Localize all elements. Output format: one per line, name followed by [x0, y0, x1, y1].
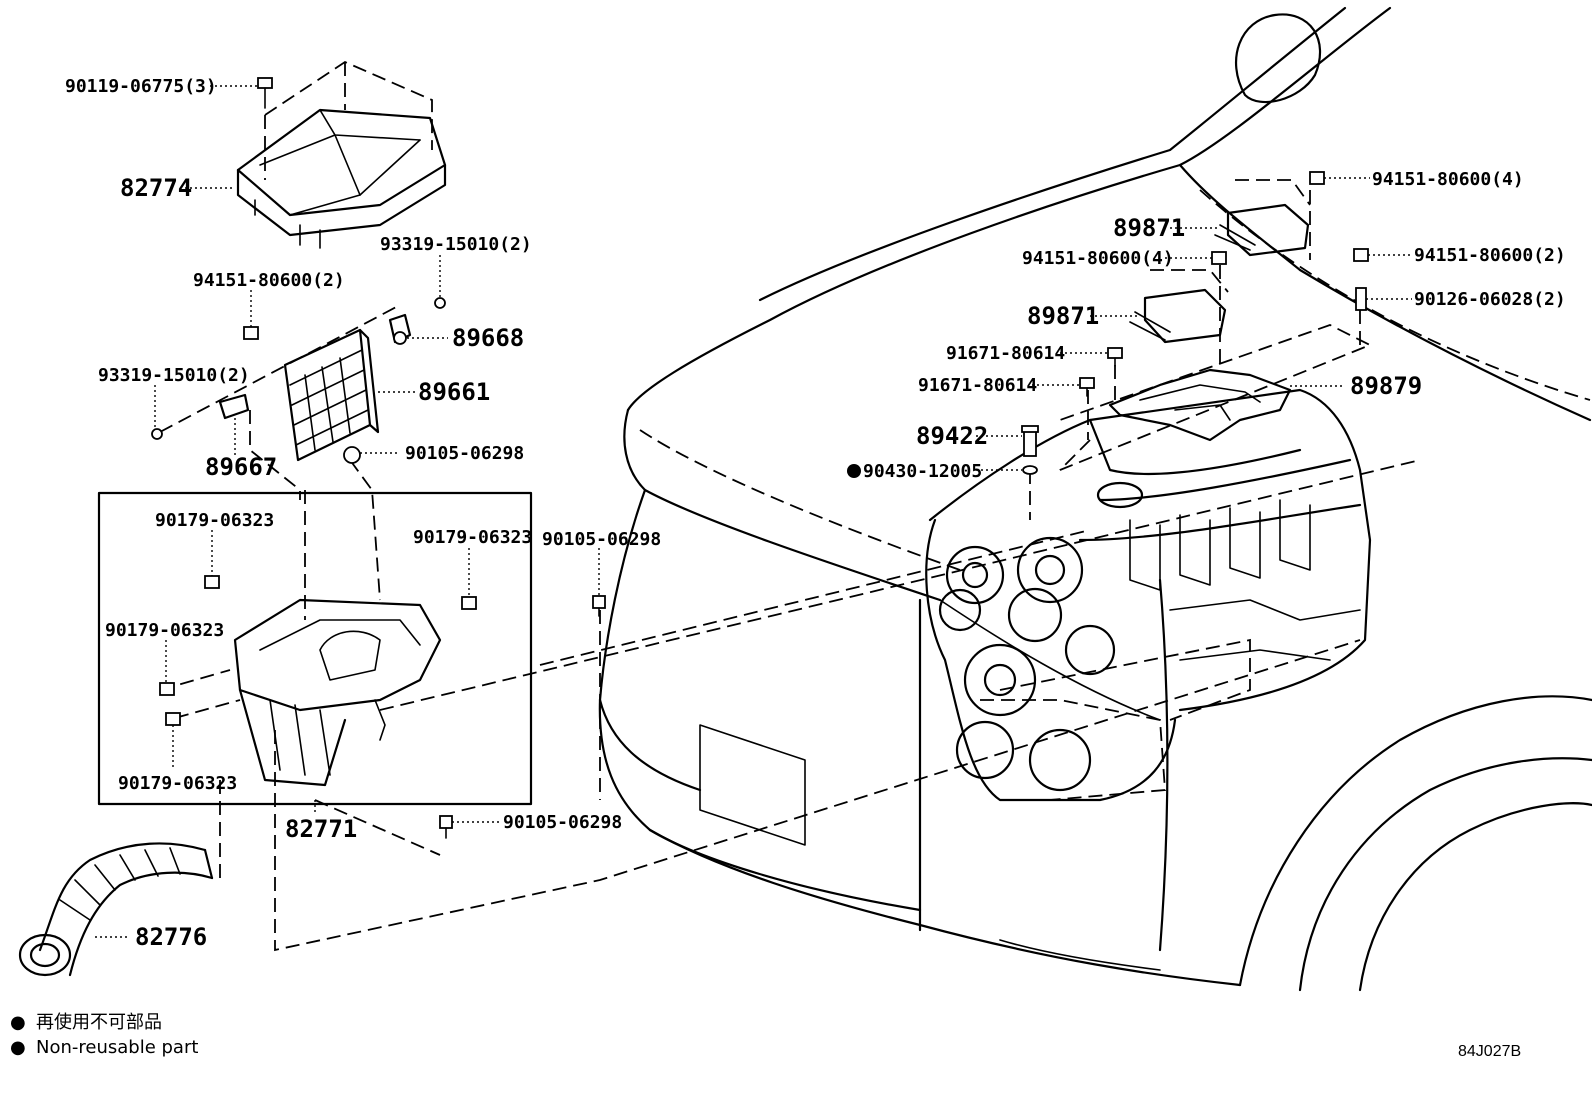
part-label: 94151-80600(4): [1022, 248, 1174, 269]
clip-93319-b: [151, 428, 163, 440]
part-label: 90105-06298: [405, 443, 524, 464]
vehicle-body-outline: [598, 6, 1592, 992]
nut-90179-a: [204, 575, 220, 589]
gasket-90430: [1022, 465, 1038, 475]
legend-line-english: Non-reusable part: [36, 1037, 198, 1058]
part-label: 82774: [120, 174, 192, 202]
bolt-91671-b: [1079, 377, 1095, 397]
part-label: 91671-80614: [946, 343, 1065, 364]
part-label: 93319-15010(2): [380, 234, 532, 255]
legend-line-japanese: 再使用不可部品: [36, 1012, 162, 1033]
part-label: 90119-06775(3): [65, 76, 217, 97]
nut-94151-a: [243, 326, 259, 340]
part-label: 90105-06298: [503, 812, 622, 833]
part-label: 82771: [285, 815, 357, 843]
non-reusable-marker: [847, 464, 861, 478]
part-labels: 90119-06775(3) 82774 93319-15010(2) 9415…: [65, 76, 1566, 951]
part-label: 90105-06298: [542, 529, 661, 550]
nut-90179-c: [159, 682, 175, 696]
part-label: 89668: [452, 324, 524, 352]
injector-driver-upper: [1214, 179, 1311, 257]
part-label: 90126-06028(2): [1414, 289, 1566, 310]
nut-90179-b: [461, 596, 477, 610]
air-duct-hose: [18, 842, 214, 977]
part-label: 91671-80614: [918, 375, 1037, 396]
part-label: 94151-80600(4): [1372, 169, 1524, 190]
part-label: 90179-06323: [118, 773, 237, 794]
bolt-90105-a: [343, 446, 361, 464]
bolt-90105-c: [439, 815, 453, 839]
part-label: 89871: [1027, 302, 1099, 330]
legend-symbol: ●: [10, 1037, 26, 1058]
part-label: 89871: [1113, 214, 1185, 242]
bolt-90119-06775: [257, 77, 273, 109]
ecu-module: [283, 328, 380, 462]
part-label: 94151-80600(2): [1414, 245, 1566, 266]
legend: ● 再使用不可部品 ● Non-reusable part: [10, 1012, 198, 1058]
injector-driver-lower: [1129, 269, 1229, 344]
stud-90126: [1355, 287, 1367, 311]
part-label: 90179-06323: [155, 510, 274, 531]
bolt-90105-b: [592, 595, 606, 617]
part-label: 82776: [135, 923, 207, 951]
relay-block-cover: [236, 108, 447, 249]
part-label: 89422: [916, 422, 988, 450]
legend-symbol: ●: [10, 1012, 26, 1033]
part-label: 89879: [1350, 372, 1422, 400]
part-label: 89667: [205, 453, 277, 481]
nut-94151-d: [1353, 248, 1369, 262]
part-label: 90179-06323: [413, 527, 532, 548]
nut-90179-d: [165, 712, 181, 726]
relay-block-group-frame: [97, 491, 533, 806]
drawing-code: 84J027B: [1458, 1043, 1521, 1060]
engine-assembly: [925, 388, 1372, 802]
fasteners: [151, 77, 1369, 839]
part-label: 90430-12005: [863, 461, 982, 482]
nut-94151-b: [1309, 171, 1325, 185]
nut-89668: [393, 331, 407, 345]
relay-block-box: [233, 598, 442, 787]
bracket-89668: [388, 313, 412, 344]
nut-94151-c: [1211, 251, 1227, 265]
bolt-91671-a: [1107, 347, 1123, 367]
part-label: 93319-15010(2): [98, 365, 250, 386]
assembly-guide-lines: [159, 60, 1421, 952]
part-label: 90179-06323: [105, 620, 224, 641]
sensor-89422: [1021, 425, 1039, 457]
clip-93319-a: [434, 297, 446, 309]
leader-lines: [95, 85, 1412, 938]
part-label: 89661: [418, 378, 490, 406]
part-label: 94151-80600(2): [193, 270, 345, 291]
bracket-89667: [218, 393, 250, 420]
